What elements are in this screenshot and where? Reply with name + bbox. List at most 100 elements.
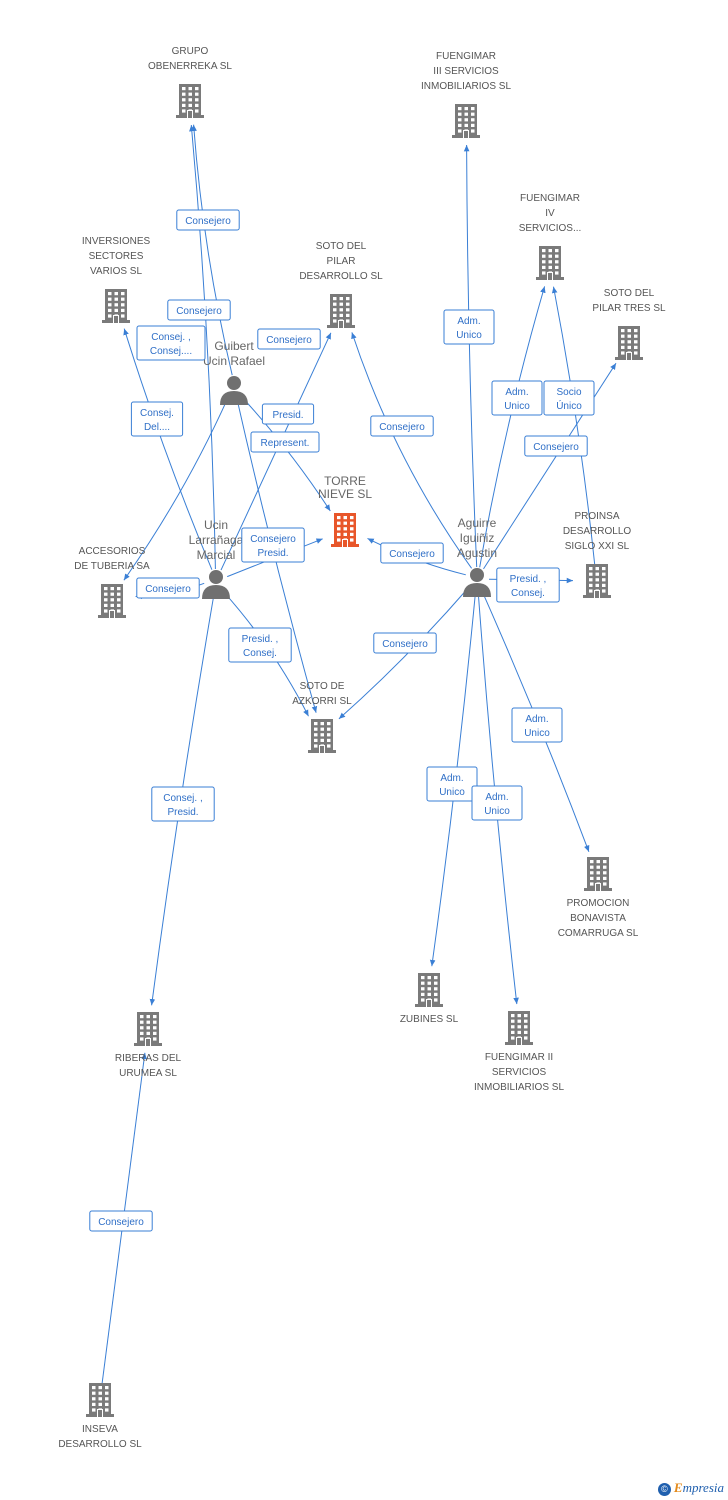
relation-label-text: Del.... — [144, 422, 170, 433]
company-fuengimar-ii[interactable]: FUENGIMAR II SERVICIOS INMOBILIARIOS SL — [474, 1011, 564, 1093]
relation-label-text: Consejero — [250, 534, 296, 545]
relation-label-text: Unico — [439, 787, 465, 798]
relation-label-box — [471, 785, 523, 821]
relation-label-r15[interactable]: Consejero — [524, 435, 588, 457]
company-name-line: INMOBILIARIOS SL — [474, 1082, 564, 1093]
building-icon — [86, 1383, 114, 1417]
person-icon — [202, 570, 230, 599]
brand-logo: ©Empresia — [657, 1480, 724, 1496]
relation-label-r5[interactable]: Consej.Del.... — [130, 401, 184, 437]
relation-line-r13 — [479, 286, 546, 568]
company-name-line: RIBERAS DEL — [115, 1053, 182, 1064]
relation-label-text: Represent. — [261, 438, 310, 449]
relation-label-text: Consej. , — [151, 332, 190, 343]
relation-label-r13[interactable]: Adm. Unico — [491, 380, 543, 416]
relation-label-r12[interactable]: Adm. Unico — [443, 309, 495, 345]
person-icon — [220, 376, 248, 405]
company-name-line: DE TUBERIA SA — [74, 561, 150, 572]
person-name-line: Ucin Rafael — [203, 354, 265, 368]
company-name-line: TORRE — [324, 474, 366, 488]
building-icon — [98, 584, 126, 618]
relation-label-box — [370, 415, 434, 437]
relation-label-box — [136, 577, 200, 599]
relation-label-text: Consejero — [176, 306, 222, 317]
company-name-line: GRUPO — [172, 46, 209, 57]
company-name-line: SERVICIOS... — [519, 223, 582, 234]
relation-label-r21[interactable]: Adm.Unico — [426, 766, 478, 802]
company-name-line: PROMOCION — [567, 898, 630, 909]
relation-label-text: Consej. — [511, 588, 545, 599]
person-name-line: Agustin — [457, 546, 497, 560]
relation-label-r22[interactable]: Adm.Unico — [471, 785, 523, 821]
relation-label-text: Adm. — [505, 387, 528, 398]
relation-label-r16[interactable]: Consejero — [370, 415, 434, 437]
relation-label-box — [176, 209, 240, 231]
person-name-line: Guibert — [214, 339, 254, 353]
relation-label-text: Adm. — [485, 792, 508, 803]
building-icon — [308, 719, 336, 753]
relation-label-r23[interactable]: Consejero — [89, 1210, 153, 1232]
person-name-line: Marcial — [197, 548, 236, 562]
relation-label-text: Consej. — [243, 648, 277, 659]
relation-label-r17[interactable]: Consejero — [380, 542, 444, 564]
relation-label-box — [151, 786, 215, 822]
relation-line-r19 — [338, 587, 469, 720]
person-name-line: Aguirre — [458, 516, 497, 530]
company-fuengimar-iv[interactable]: FUENGIMARIVSERVICIOS... — [519, 193, 582, 280]
relation-label-text: Presid. — [272, 410, 303, 421]
relation-label-r18[interactable]: Presid. ,Consej. — [496, 567, 560, 603]
relation-label-box — [426, 766, 478, 802]
relation-label-r4[interactable]: Consejero — [257, 328, 321, 350]
building-icon — [615, 326, 643, 360]
relation-label-r10[interactable]: Presid. ,Consej. — [228, 627, 292, 663]
brand-name: mpresia — [682, 1480, 724, 1495]
relation-label-text: Consejero — [379, 422, 425, 433]
relation-label-r9[interactable]: Consejero — [136, 577, 200, 599]
company-name-line: SECTORES — [89, 251, 144, 262]
company-zubines[interactable]: ZUBINES SL — [400, 973, 459, 1025]
relation-label-r7[interactable]: Represent. — [250, 431, 320, 453]
relation-label-text: Unico — [504, 401, 530, 412]
building-icon — [536, 246, 564, 280]
person-name-line: Larrañaga — [189, 533, 244, 547]
company-name-line: ZUBINES SL — [400, 1014, 459, 1025]
relation-label-r3[interactable]: Consej. ,Consej.... — [136, 325, 206, 361]
relation-label-box — [89, 1210, 153, 1232]
relation-label-r1[interactable]: Consejero — [176, 209, 240, 231]
copyright-icon: © — [657, 1482, 671, 1496]
relation-label-text: Adm. — [457, 316, 480, 327]
relation-label-r19[interactable]: Consejero — [373, 632, 437, 654]
relation-line-r2 — [191, 124, 233, 376]
relation-label-text: Unico — [456, 330, 482, 341]
company-name-line: FUENGIMAR II — [485, 1052, 553, 1063]
relation-label-r6[interactable]: Presid. — [261, 403, 315, 425]
company-name-line: SIGLO XXI SL — [565, 541, 630, 552]
relation-label-r2[interactable]: Consejero — [167, 299, 231, 321]
relation-label-r11[interactable]: Consej. ,Presid. — [151, 786, 215, 822]
relation-line-r16 — [351, 332, 473, 569]
building-icon — [331, 513, 359, 547]
relation-label-r20[interactable]: Adm.Unico — [511, 707, 563, 743]
company-name-line: BONAVISTA — [570, 913, 626, 924]
brand-initial: E — [673, 1480, 683, 1495]
relation-label-box — [136, 325, 206, 361]
company-name-line: SERVICIOS — [492, 1067, 547, 1078]
